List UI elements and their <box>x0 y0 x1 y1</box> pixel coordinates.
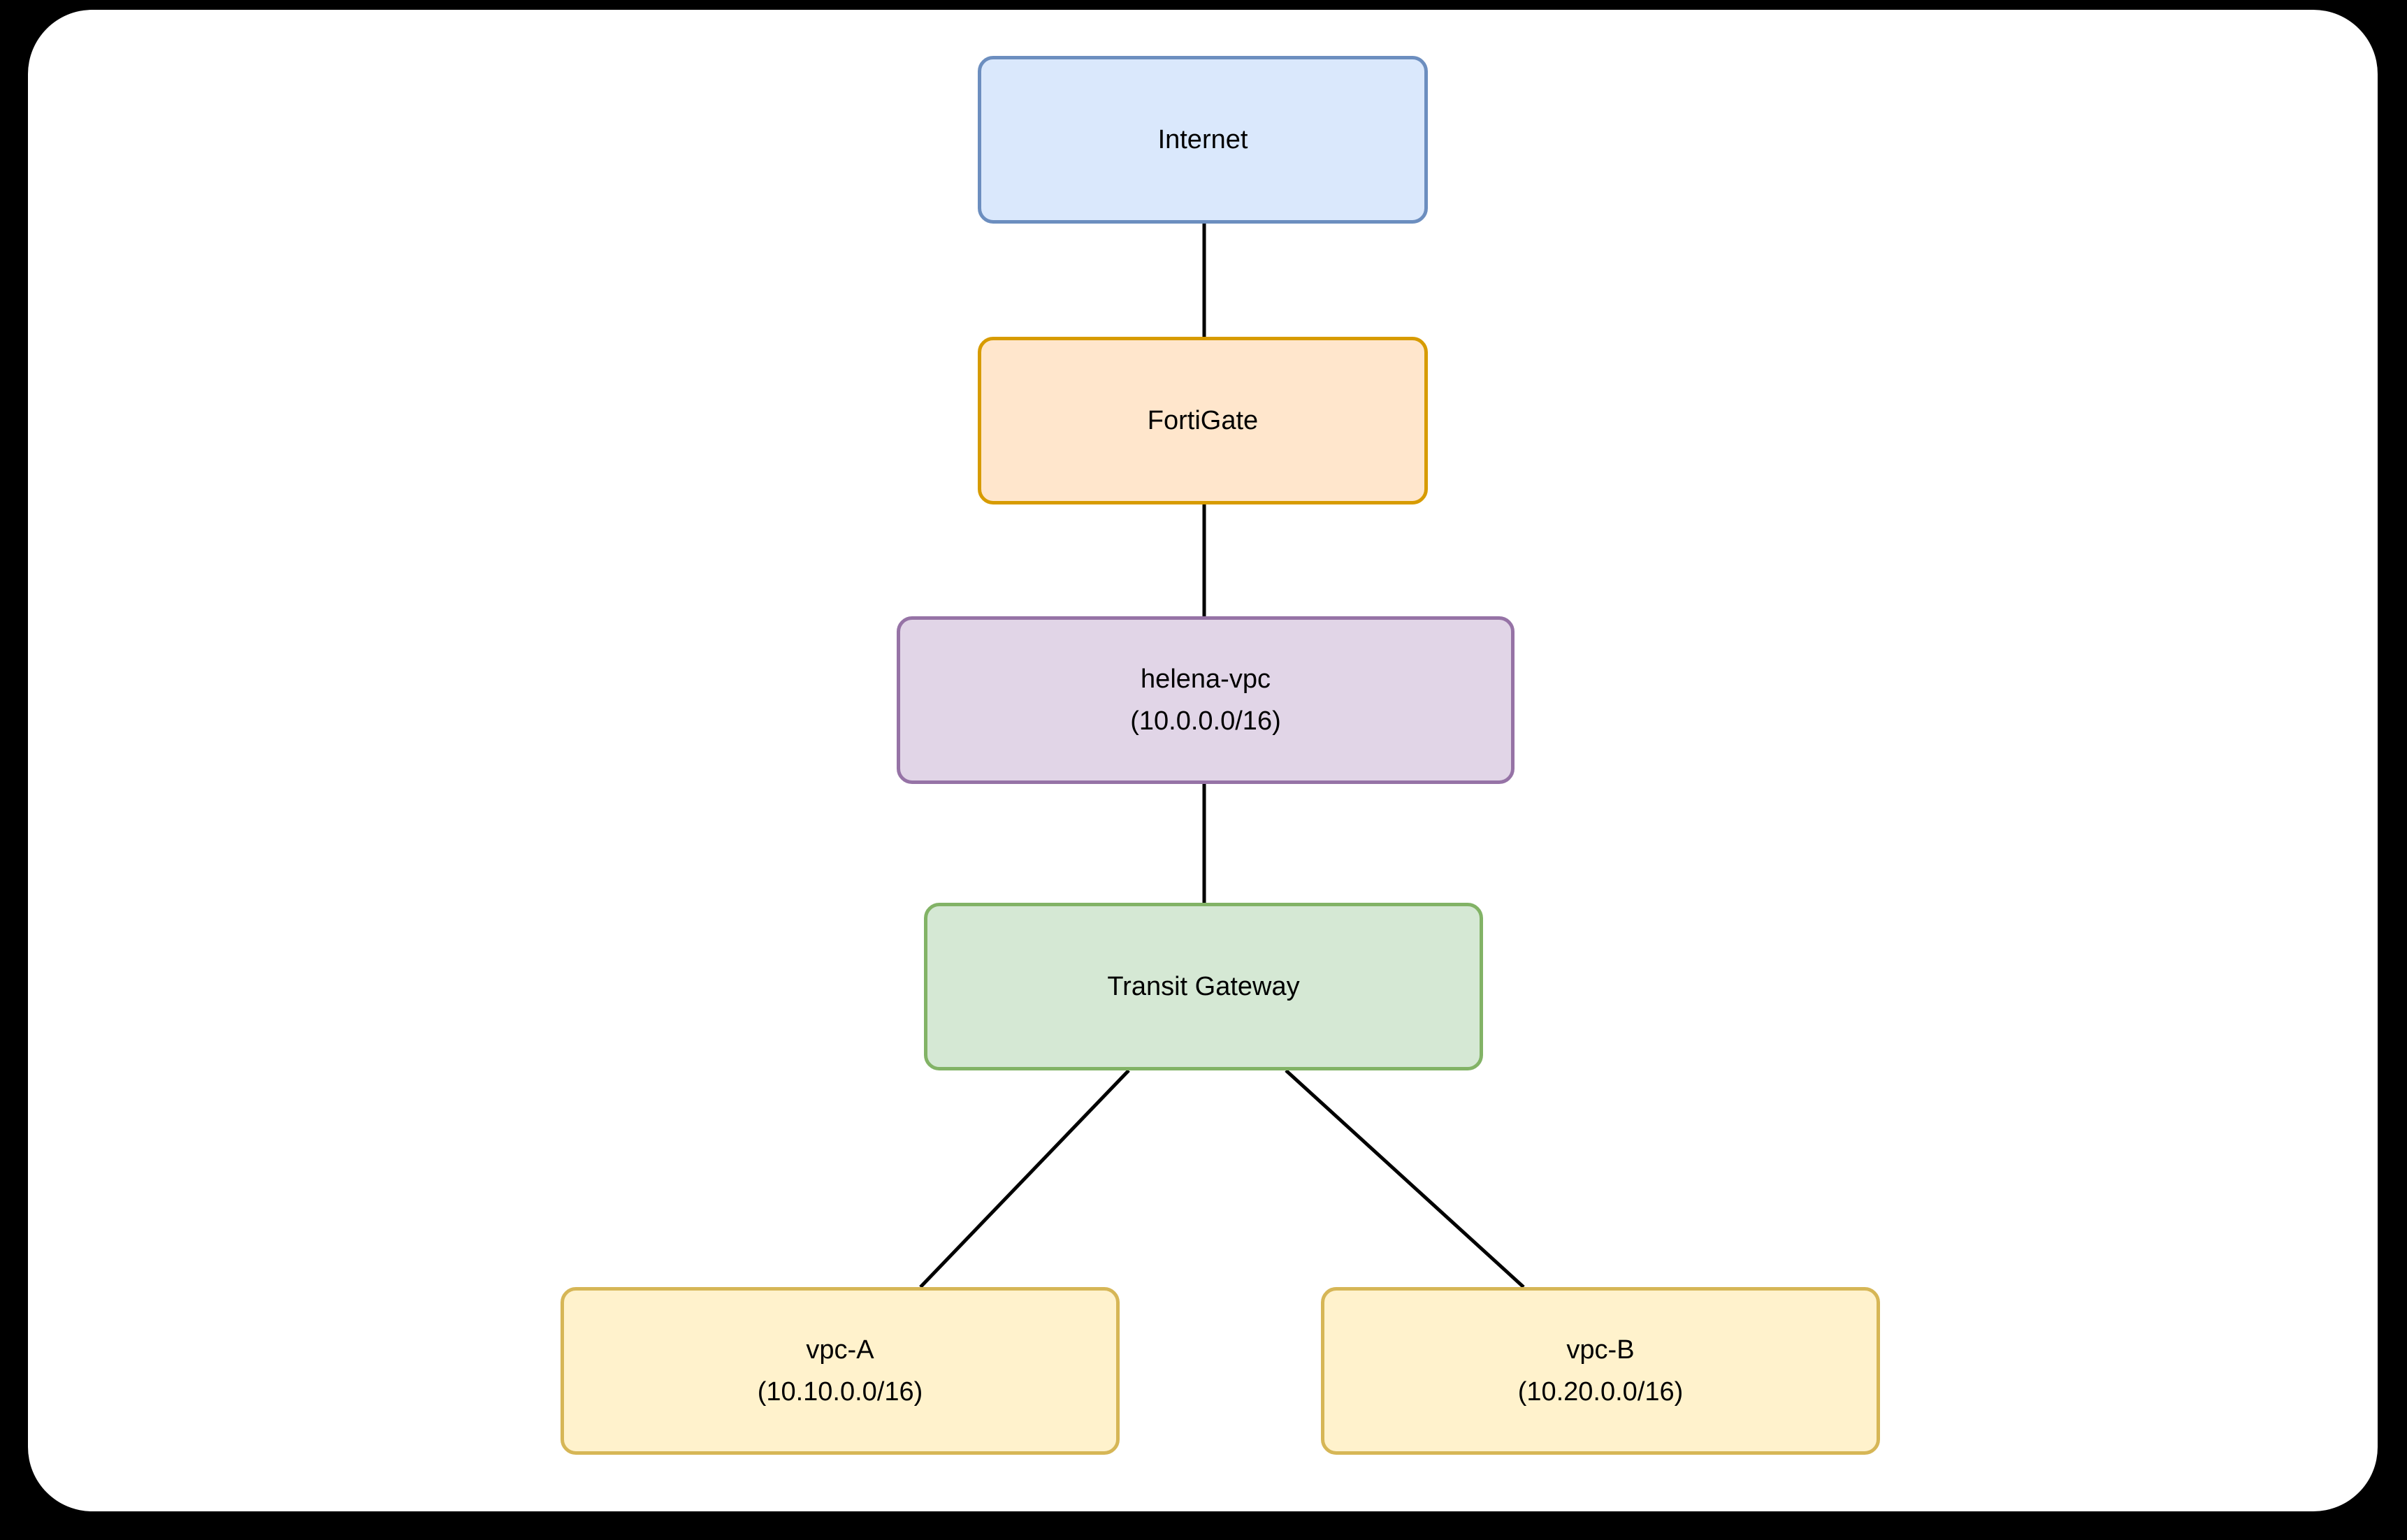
node-helena-vpc[interactable]: helena-vpc (10.0.0.0/16) <box>897 616 1515 784</box>
node-vpc-a[interactable]: vpc-A (10.10.0.0/16) <box>561 1287 1120 1455</box>
node-vpc-a-cidr: (10.10.0.0/16) <box>757 1377 923 1407</box>
node-fortigate[interactable]: FortiGate <box>978 337 1428 504</box>
node-helena-vpc-label: helena-vpc <box>1141 664 1271 694</box>
node-helena-vpc-cidr: (10.0.0.0/16) <box>1130 706 1281 736</box>
node-vpc-a-label: vpc-A <box>806 1335 874 1365</box>
node-fortigate-label: FortiGate <box>1147 406 1259 435</box>
node-transit-gateway[interactable]: Transit Gateway <box>924 903 1483 1070</box>
node-internet[interactable]: Internet <box>978 56 1428 224</box>
node-internet-label: Internet <box>1157 125 1248 154</box>
node-vpc-b[interactable]: vpc-B (10.20.0.0/16) <box>1321 1287 1880 1455</box>
node-vpc-b-cidr: (10.20.0.0/16) <box>1517 1377 1684 1407</box>
node-transit-gateway-label: Transit Gateway <box>1107 972 1300 1001</box>
node-vpc-b-label: vpc-B <box>1566 1335 1635 1365</box>
